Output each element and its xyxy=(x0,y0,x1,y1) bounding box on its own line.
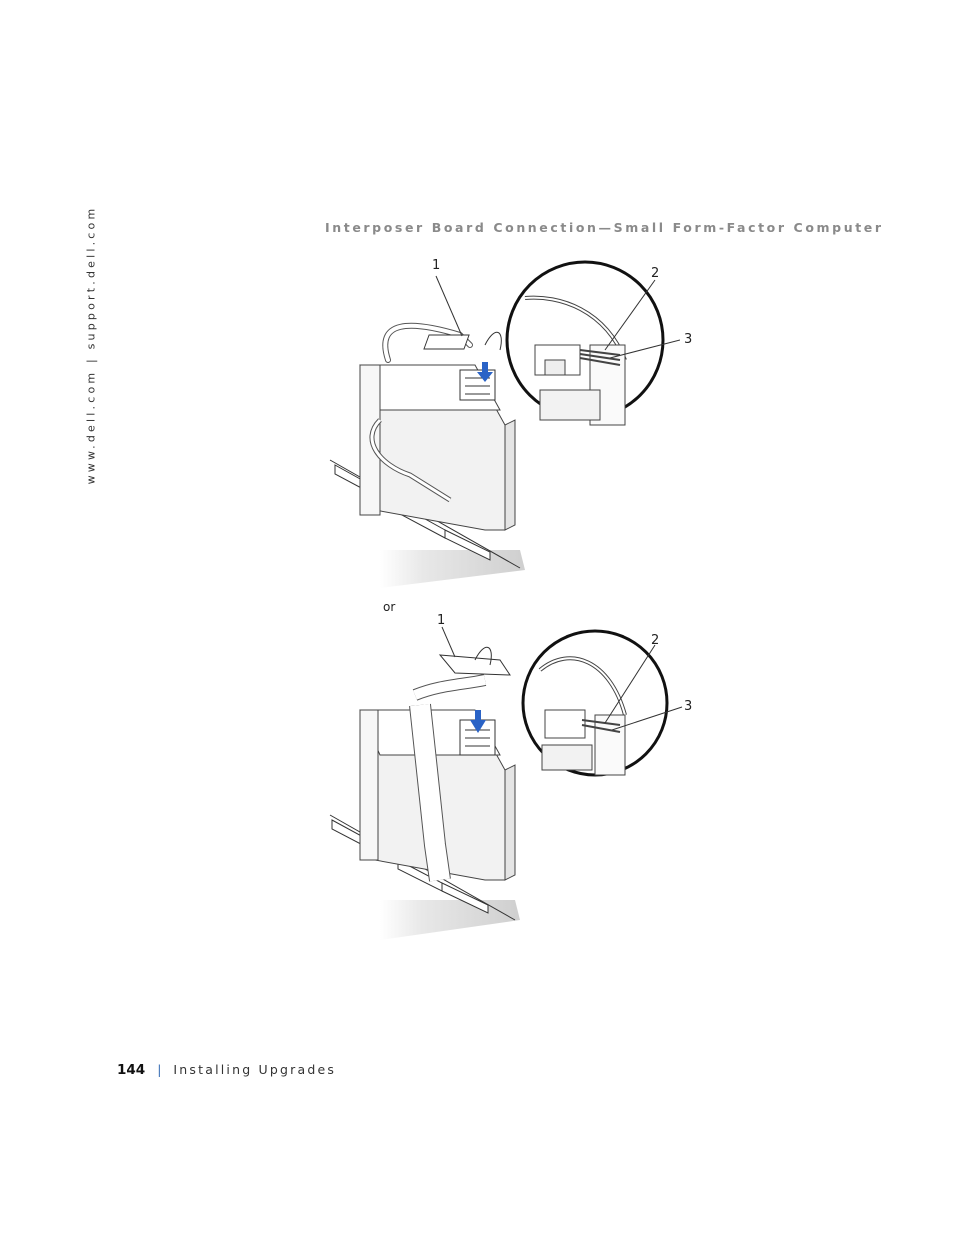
insert-arrow-icon xyxy=(470,710,486,733)
footer-separator: | xyxy=(157,1062,162,1077)
figure-2-illustration xyxy=(320,615,690,945)
callout-2-fig2: 2 xyxy=(651,633,660,648)
page-number: 144 xyxy=(117,1062,146,1078)
figure-1-illustration xyxy=(320,250,680,595)
callout-3-fig1: 3 xyxy=(684,332,693,347)
or-label: or xyxy=(383,600,396,614)
callout-1-fig1: 1 xyxy=(432,258,441,273)
figure-title: Interposer Board Connection—Small Form-F… xyxy=(325,220,884,235)
zoom-detail xyxy=(524,295,627,426)
section-title: Installing Upgrades xyxy=(173,1062,337,1077)
callout-2-fig1: 2 xyxy=(651,266,660,281)
insert-arrow-icon xyxy=(477,362,493,382)
side-url-text: www.dell.com | support.dell.com xyxy=(84,205,98,484)
callout-3-fig2: 3 xyxy=(684,699,693,714)
page-footer: 144 | Installing Upgrades xyxy=(117,1062,336,1078)
callout-1-fig2: 1 xyxy=(437,613,446,628)
side-url: www.dell.com | support.dell.com xyxy=(83,205,99,484)
